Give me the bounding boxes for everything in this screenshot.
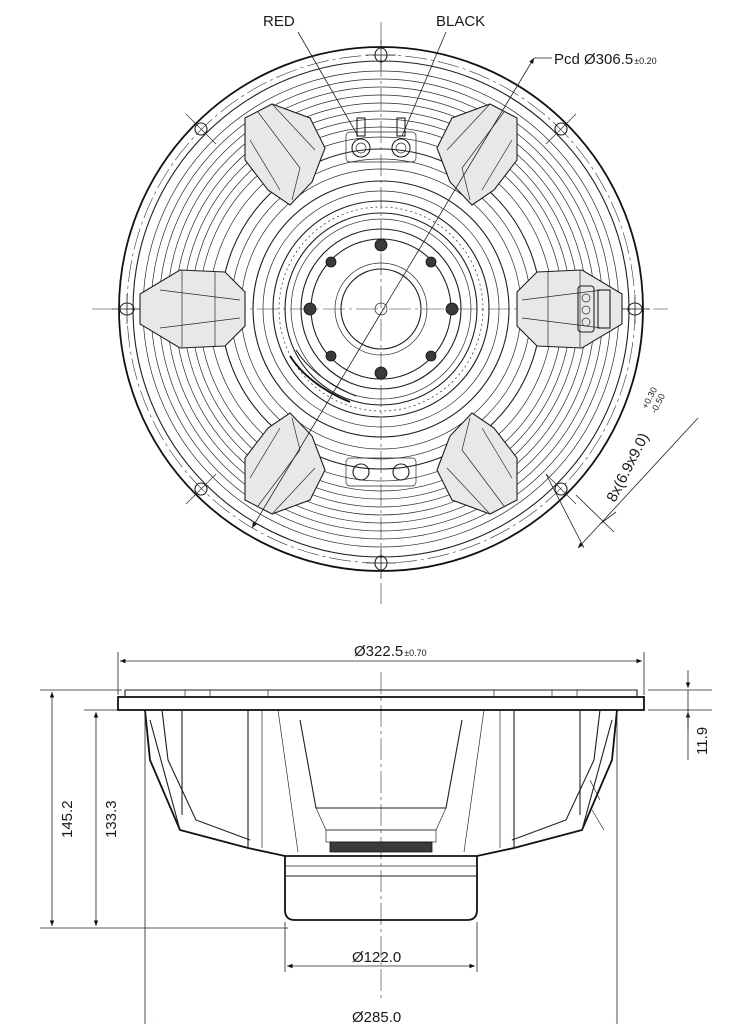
terminal-badge xyxy=(577,285,595,333)
mounting-hole xyxy=(554,482,568,496)
svg-text:Ø322.5±0.70: Ø322.5±0.70 xyxy=(354,643,427,660)
spoke-left xyxy=(139,269,246,349)
dim-flange-thickness: 11.9 xyxy=(648,670,712,760)
pcd-leader xyxy=(251,57,535,529)
dim-magnet-diameter: Ø122.0 xyxy=(284,922,478,972)
label-pcd: Pcd Ø306.5±0.20 xyxy=(554,51,657,68)
cone xyxy=(299,719,463,809)
basket-body xyxy=(144,709,618,857)
terminal-black xyxy=(391,138,411,158)
mounting-hole xyxy=(194,482,208,496)
label-red: RED xyxy=(263,13,295,30)
svg-text:145.2: 145.2 xyxy=(59,800,76,838)
front-view: RED BLACK Pcd Ø306.5±0.20 8x(6.9x9.0) +0… xyxy=(92,13,699,604)
dim-total-height: 145.2 xyxy=(40,689,288,929)
hole-dimension xyxy=(545,417,699,549)
side-view: Ø322.5±0.70 11.9 145.2 133.3 xyxy=(40,643,712,1024)
spoke-right xyxy=(516,269,623,349)
svg-text:Ø122.0: Ø122.0 xyxy=(352,949,401,966)
svg-text:133.3: 133.3 xyxy=(103,800,120,838)
svg-text:11.9: 11.9 xyxy=(694,727,711,755)
svg-text:Ø285.0: Ø285.0 xyxy=(352,1009,401,1024)
flange xyxy=(117,696,645,711)
mounting-hole xyxy=(194,122,208,136)
dim-basket-diameter: Ø285.0 xyxy=(144,712,618,1024)
label-black: BLACK xyxy=(436,13,485,30)
dim-outer-diameter: Ø322.5±0.70 xyxy=(117,643,645,695)
terminal-red xyxy=(351,138,371,158)
dim-body-height: 133.3 xyxy=(84,709,120,926)
magnet xyxy=(284,856,478,921)
mounting-hole xyxy=(554,122,568,136)
